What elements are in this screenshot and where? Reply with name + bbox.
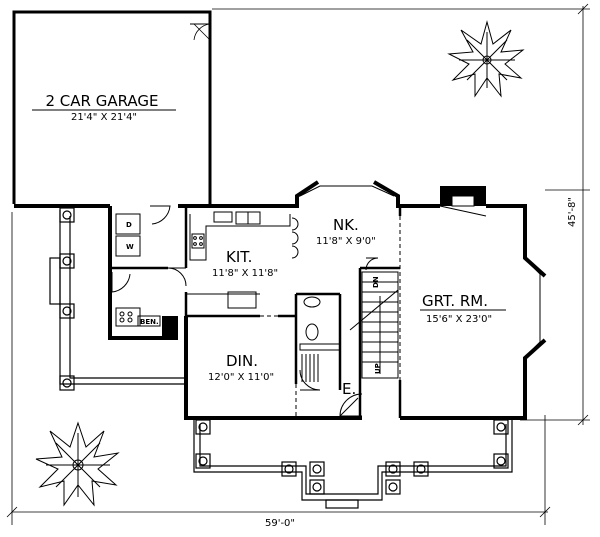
overall-depth-label: 45'-8" xyxy=(567,197,578,227)
great-room-size: 15'6" X 23'0" xyxy=(426,314,492,325)
dimension-lines xyxy=(6,3,590,525)
nook-size: 11'8" X 9'0" xyxy=(316,236,376,247)
bench-label: BEN. xyxy=(140,318,159,326)
kitchen-counters xyxy=(186,211,291,309)
kitchen-label: KIT. xyxy=(226,248,252,266)
washer-label: W xyxy=(126,243,134,251)
kitchen-size: 11'8" X 11'8" xyxy=(212,268,278,279)
side-porch xyxy=(49,207,187,391)
dryer-label: D xyxy=(126,221,132,229)
stairs xyxy=(349,257,399,379)
stair-down-label: DN xyxy=(372,276,380,288)
powder-room xyxy=(299,296,341,391)
entry-label: E. xyxy=(342,380,356,398)
tree-icon xyxy=(35,421,120,507)
stair-up-label: UP xyxy=(374,363,382,374)
garage-walls xyxy=(12,10,212,204)
garage-label: 2 CAR GARAGE xyxy=(45,92,158,110)
laundry-area xyxy=(111,205,187,327)
nook-label: NK. xyxy=(333,216,359,234)
overall-width-label: 59'-0" xyxy=(265,518,295,529)
garage-size: 21'4" X 21'4" xyxy=(71,112,137,123)
dining-label: DIN. xyxy=(226,352,258,370)
great-room-label: GRT. RM. xyxy=(422,292,488,310)
front-porch xyxy=(193,418,513,509)
front-door xyxy=(339,393,363,417)
interior-walls xyxy=(110,206,402,418)
dining-size: 12'0" X 11'0" xyxy=(208,372,274,383)
tree-icon xyxy=(447,20,525,98)
